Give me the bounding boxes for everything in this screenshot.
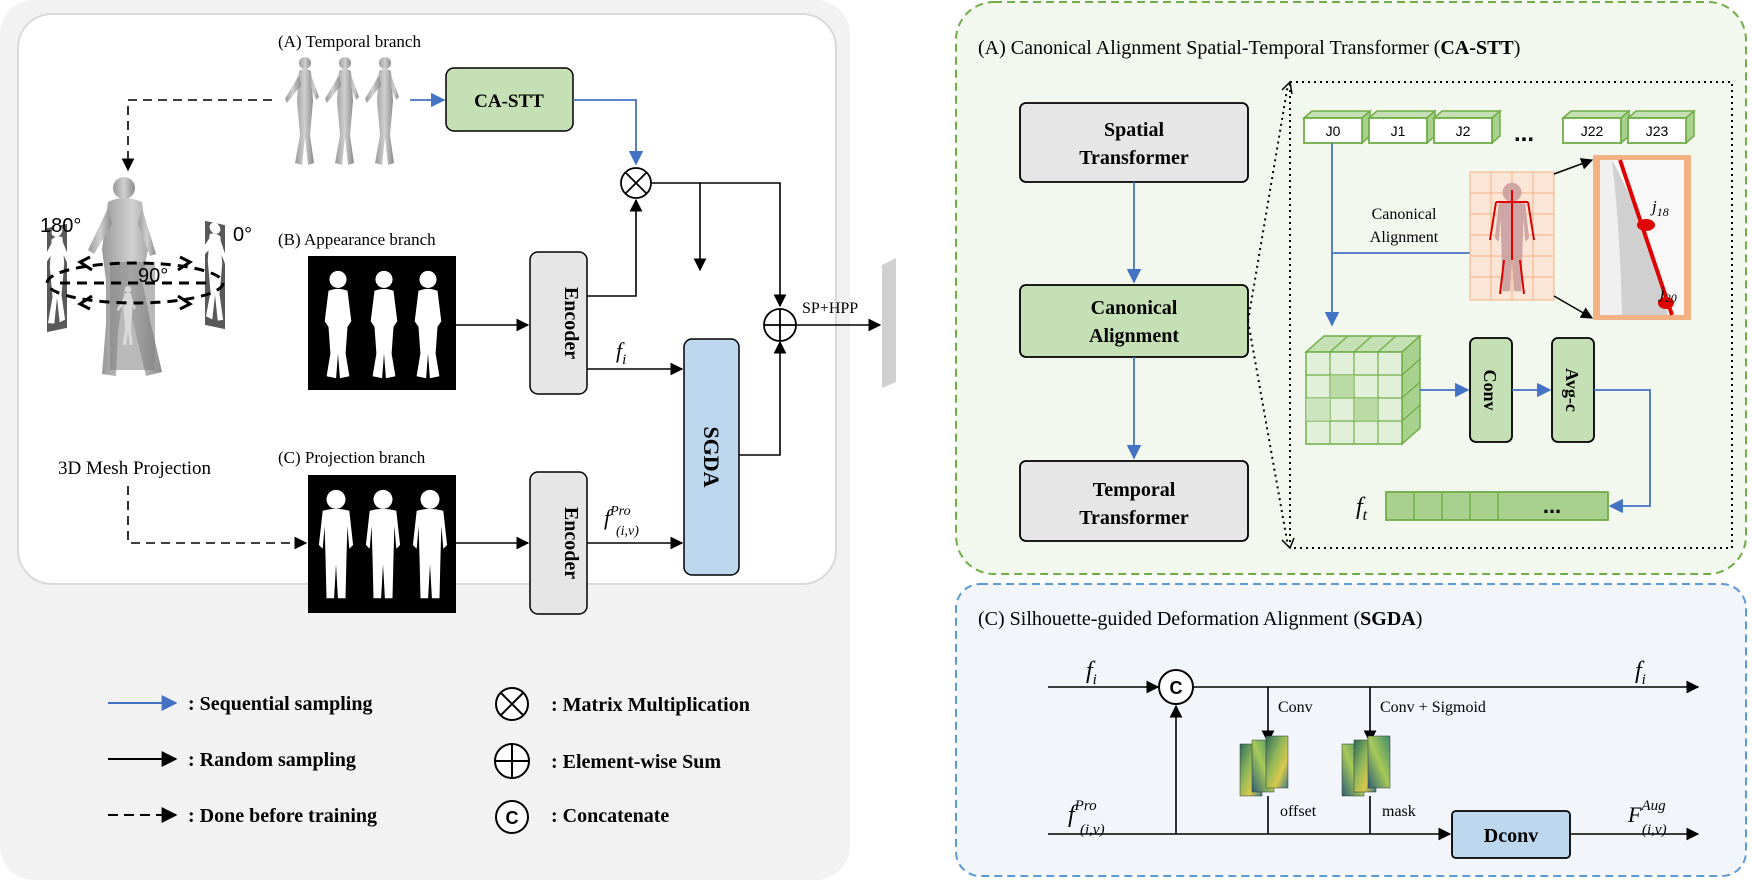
feature-cube	[1304, 334, 1422, 446]
legend-random-text: : Random sampling	[188, 749, 356, 771]
spatial-line2: Transformer	[1079, 147, 1189, 169]
sgda-offset-label: offset	[1280, 803, 1317, 820]
joint-token-23: J23	[1646, 123, 1669, 139]
sgda-mask-label: mask	[1382, 803, 1416, 820]
avgc-to-ft-arrow	[1594, 389, 1651, 514]
sgda-conv-label: Conv	[1278, 699, 1313, 716]
projection-dashed-arrow	[127, 486, 308, 550]
fpro-label: fPro(i,v)	[604, 504, 639, 539]
output-feature-bar	[882, 258, 896, 388]
canonical-line2: Alignment	[1089, 325, 1179, 347]
ft-label: ft	[1356, 494, 1368, 524]
legend-concat-text: : Concatenate	[551, 805, 669, 827]
legend-sum-text: : Element-wise Sum	[551, 751, 721, 773]
joint-ellipsis: ...	[1514, 120, 1534, 147]
encoder-top-box	[529, 251, 588, 395]
j20-label: j20	[1658, 283, 1677, 305]
sgda-panel	[955, 583, 1747, 877]
angle-90-label: 90°	[138, 265, 168, 287]
avgc-label: Avg-c	[1562, 368, 1582, 412]
sgda-label: SGDA	[699, 426, 724, 487]
encoder-bottom-label: Encoder	[560, 507, 582, 579]
conv-label: Conv	[1480, 369, 1500, 410]
ca-stt-label: CA-STT	[474, 91, 544, 112]
mesh-projection-label: 3D Mesh Projection	[58, 458, 212, 479]
sgda-fpro-label: fPro(i,v)	[1068, 798, 1105, 838]
joint-token-1: J1	[1391, 123, 1406, 139]
appearance-branch-label: (B) Appearance branch	[278, 230, 436, 249]
legend-concat-icon: C	[495, 800, 529, 834]
legend-done-text: : Done before training	[188, 805, 377, 827]
dconv-label: Dconv	[1484, 825, 1538, 847]
ft-token-vector: ...	[1385, 491, 1609, 521]
sgda-title: (C) Silhouette-guided Deformation Alignm…	[978, 608, 1422, 630]
sgda-conv-sigmoid-label: Conv + Sigmoid	[1380, 699, 1486, 716]
mask-feature-maps	[1341, 735, 1391, 797]
canonical-note-line2: Alignment	[1370, 229, 1439, 246]
sgda-fi-out-label: fi	[1635, 658, 1646, 688]
mult-to-sum-path	[700, 182, 787, 308]
joint-token-22: J22	[1581, 123, 1604, 139]
canonical-line1: Canonical	[1091, 297, 1178, 319]
svg-text:C: C	[1170, 678, 1183, 698]
joint-token-2: J2	[1456, 123, 1471, 139]
canonical-note-line1: Canonical	[1372, 206, 1437, 223]
zoom-detail-frame	[1289, 81, 1733, 549]
sgda-concat-icon: C	[1158, 669, 1194, 705]
sp-hpp-label: SP+HPP	[802, 300, 858, 317]
sgda-box	[683, 338, 740, 576]
temporal-mesh-sequence	[285, 57, 399, 165]
legend-sequential-text: : Sequential sampling	[188, 693, 372, 715]
angle-180-label: 180°	[40, 215, 81, 237]
castt-to-mult-arrow	[573, 99, 644, 166]
temporal-dashed-arrow	[121, 99, 272, 172]
j18-label: j18	[1650, 197, 1669, 219]
angle-0-label: 0°	[233, 224, 252, 246]
sgda-fi-in-label: fi	[1086, 658, 1097, 688]
castt-title: (A) Canonical Alignment Spatial-Temporal…	[978, 37, 1520, 59]
legend: : Sequential sampling : Random sampling …	[108, 687, 750, 834]
encoder-top-label: Encoder	[560, 287, 582, 359]
mesh-projection-figure	[39, 177, 228, 376]
skeleton-alignment-figure	[1469, 171, 1555, 301]
spatial-line1: Spatial	[1104, 119, 1164, 141]
svg-text:C: C	[506, 808, 519, 828]
element-sum-icon	[763, 308, 797, 342]
sgda-to-sum-arrow	[739, 340, 787, 456]
sgda-faug-label: FAug(i,v)	[1627, 798, 1667, 838]
projection-branch-label: (C) Projection branch	[278, 448, 426, 467]
legend-matmul-icon	[495, 687, 529, 721]
legend-sum-icon	[494, 743, 530, 779]
temporal-line1: Temporal	[1093, 479, 1176, 501]
temporal-branch-label: (A) Temporal branch	[278, 32, 421, 51]
legend-matmul-text: : Matrix Multiplication	[551, 694, 750, 716]
encoder-to-mult-arrow	[587, 198, 643, 297]
temporal-line2: Transformer	[1079, 507, 1189, 529]
ft-ellipsis: ...	[1543, 493, 1561, 518]
temporal-transformer-box	[1019, 460, 1249, 542]
fi-label: fi	[616, 338, 626, 368]
spatial-transformer-box	[1019, 102, 1249, 183]
matrix-multiply-icon	[620, 167, 652, 199]
joint-token-0: J0	[1326, 123, 1341, 139]
zoomed-limb-image	[1593, 155, 1691, 320]
joint-tokens: J0 J1 J2 ... J22 J23	[1302, 109, 1696, 147]
offset-feature-maps	[1239, 735, 1289, 797]
